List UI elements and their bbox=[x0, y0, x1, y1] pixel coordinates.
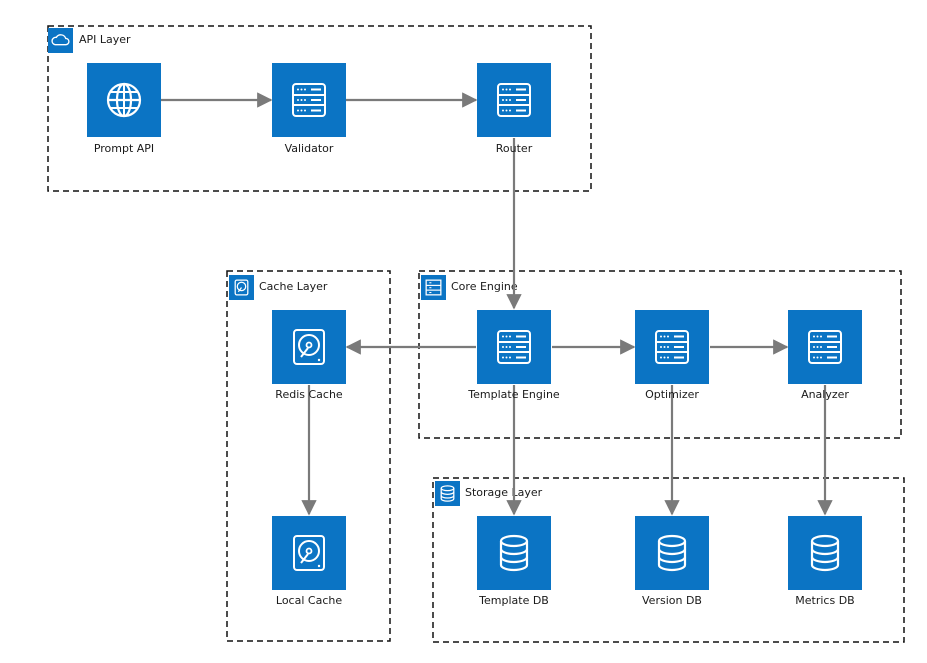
group-storage-layer: Storage Layer bbox=[432, 477, 905, 643]
node-label: Metrics DB bbox=[795, 594, 854, 607]
node-label: Redis Cache bbox=[275, 388, 343, 401]
node-label: Template Engine bbox=[467, 388, 560, 401]
database-icon bbox=[435, 481, 460, 506]
node-label: Template DB bbox=[478, 594, 549, 607]
node-template-db[interactable]: Template DB bbox=[477, 516, 551, 607]
node-template-engine[interactable]: Template Engine bbox=[467, 310, 560, 401]
node-label: Local Cache bbox=[276, 594, 342, 607]
node-version-db[interactable]: Version DB bbox=[635, 516, 709, 607]
node-optimizer[interactable]: Optimizer bbox=[635, 310, 709, 401]
node-label: Validator bbox=[285, 142, 334, 155]
group-api-layer: API Layer bbox=[47, 25, 592, 192]
group-border bbox=[47, 25, 592, 192]
group-label-api-layer: API Layer bbox=[79, 33, 131, 46]
disk-icon bbox=[229, 275, 254, 300]
group-core-engine: Core Engine bbox=[418, 270, 902, 439]
node-analyzer[interactable]: Analyzer bbox=[788, 310, 862, 401]
node-label: Router bbox=[496, 142, 533, 155]
group-label-storage-layer: Storage Layer bbox=[465, 486, 543, 499]
cloud-icon bbox=[48, 28, 73, 53]
node-label: Prompt API bbox=[94, 142, 154, 155]
node-label: Analyzer bbox=[801, 388, 849, 401]
node-metrics-db[interactable]: Metrics DB bbox=[788, 516, 862, 607]
edges bbox=[161, 92, 833, 516]
node-router[interactable]: Router bbox=[477, 63, 551, 155]
node-validator[interactable]: Validator bbox=[272, 63, 346, 155]
node-prompt-api[interactable]: Prompt API bbox=[87, 63, 161, 155]
node-redis-cache[interactable]: Redis Cache bbox=[272, 310, 346, 401]
globe-icon bbox=[106, 82, 142, 118]
group-cache-layer: Cache Layer bbox=[226, 270, 391, 642]
node-label: Optimizer bbox=[645, 388, 699, 401]
group-border bbox=[226, 270, 391, 642]
group-border bbox=[418, 270, 902, 439]
group-label-core-engine: Core Engine bbox=[451, 280, 518, 293]
node-local-cache[interactable]: Local Cache bbox=[272, 516, 346, 607]
node-label: Version DB bbox=[642, 594, 702, 607]
group-label-cache-layer: Cache Layer bbox=[259, 280, 328, 293]
list-icon bbox=[421, 275, 446, 300]
group-border bbox=[432, 477, 905, 643]
